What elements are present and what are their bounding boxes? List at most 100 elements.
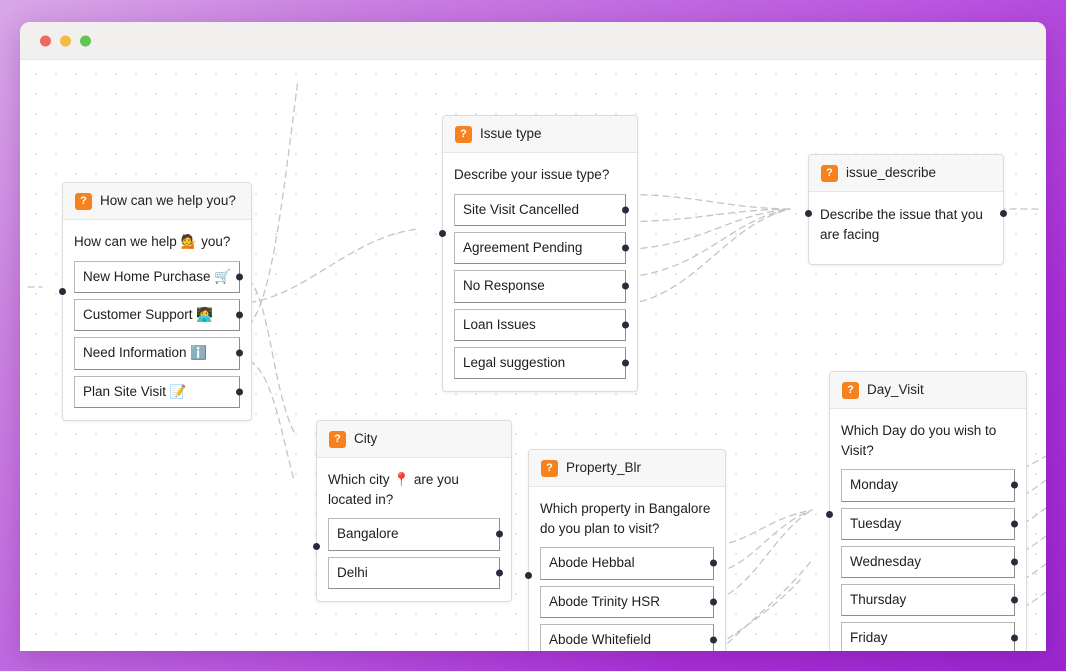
node-header: ? Property_Blr (529, 450, 725, 488)
node-title: Property_Blr (566, 460, 642, 475)
option-label: Plan Site Visit 📝 (83, 383, 187, 399)
node-input-port[interactable] (59, 288, 66, 295)
node-output-port[interactable] (1000, 210, 1007, 217)
node-title: Issue type (480, 126, 542, 141)
option-label: Thursday (850, 592, 907, 608)
question-badge-icon: ? (541, 459, 558, 477)
option-label: Delhi (337, 564, 368, 580)
app-window: ? How can we help you? How can we help 💁… (20, 22, 1046, 651)
node-body: Which Day do you wish to Visit? Monday T… (830, 409, 1026, 651)
node-header: ? Issue type (443, 116, 637, 154)
node-options: Bangalore Delhi (328, 518, 503, 589)
question-badge-icon: ? (842, 381, 859, 399)
node-input-port[interactable] (439, 230, 446, 237)
option-label: Wednesday (850, 553, 922, 569)
option-label: New Home Purchase 🛒 (83, 268, 232, 284)
node-prompt: How can we help 💁 you? (74, 234, 231, 250)
option-label: Site Visit Cancelled (463, 201, 580, 217)
option-output-port[interactable] (621, 321, 629, 329)
option-label: Abode Whitefield (549, 631, 652, 647)
option-output-port[interactable] (235, 349, 243, 357)
node-title: How can we help you? (100, 193, 236, 208)
flow-node-issue-type[interactable]: ? Issue type Describe your issue type? S… (439, 115, 638, 393)
node-input-port[interactable] (805, 210, 812, 217)
option-row[interactable]: Customer Support 👩‍💻 (74, 299, 243, 332)
flow-node-how-can-we-help[interactable]: ? How can we help you? How can we help 💁… (59, 182, 252, 421)
option-output-port[interactable] (235, 273, 243, 281)
option-output-port[interactable] (1010, 558, 1018, 566)
option-row[interactable]: Legal suggestion (454, 346, 629, 380)
option-row[interactable]: Abode Hebbal (540, 547, 717, 580)
option-output-port[interactable] (621, 359, 629, 367)
option-row[interactable]: Monday (841, 469, 1018, 502)
option-label: Friday (850, 630, 888, 646)
option-label: Abode Hebbal (549, 555, 635, 571)
node-prompt: Describe the issue that you are facing (820, 207, 983, 242)
node-header: ? City (317, 421, 511, 459)
node-title: Day_Visit (867, 382, 924, 397)
node-prompt: Which city 📍 are you located in? (328, 472, 459, 507)
option-output-port[interactable] (495, 569, 503, 577)
node-options: Site Visit Cancelled Agreement Pending N… (454, 193, 629, 380)
option-label: Loan Issues (463, 316, 536, 332)
flow-canvas[interactable]: ? How can we help you? How can we help 💁… (20, 60, 1046, 651)
question-badge-icon: ? (329, 430, 346, 448)
option-output-port[interactable] (709, 559, 717, 567)
option-output-port[interactable] (1010, 481, 1018, 489)
option-row[interactable]: Tuesday (841, 507, 1018, 540)
option-output-port[interactable] (495, 530, 503, 538)
option-row[interactable]: Friday (841, 622, 1018, 651)
flow-node-property-blr[interactable]: ? Property_Blr Which property in Bangalo… (525, 449, 726, 651)
option-row[interactable]: Loan Issues (454, 308, 629, 341)
window-titlebar (20, 22, 1046, 60)
node-body: Which property in Bangalore do you plan … (529, 487, 725, 651)
option-label: Need Information ℹ️ (83, 345, 208, 361)
option-output-port[interactable] (709, 598, 717, 606)
option-row[interactable]: Plan Site Visit 📝 (74, 375, 243, 408)
question-badge-icon: ? (821, 164, 838, 182)
option-output-port[interactable] (621, 282, 629, 290)
option-row[interactable]: Thursday (841, 584, 1018, 617)
option-output-port[interactable] (235, 311, 243, 319)
node-options: New Home Purchase 🛒 Customer Support 👩‍💻… (74, 260, 243, 408)
option-output-port[interactable] (235, 388, 243, 396)
node-title: issue_describe (846, 165, 937, 180)
option-output-port[interactable] (1010, 634, 1018, 642)
option-output-port[interactable] (1010, 596, 1018, 604)
option-row[interactable]: Delhi (328, 556, 503, 589)
node-prompt: Which property in Bangalore do you plan … (540, 501, 711, 536)
option-row[interactable]: Bangalore (328, 518, 503, 551)
node-header: ? issue_describe (809, 155, 1003, 193)
option-row[interactable]: New Home Purchase 🛒 (74, 260, 243, 294)
node-header: ? Day_Visit (830, 372, 1026, 410)
node-prompt: Which Day do you wish to Visit? (841, 423, 997, 458)
option-row[interactable]: Need Information ℹ️ (74, 337, 243, 370)
option-row[interactable]: Wednesday (841, 545, 1018, 579)
flow-node-issue-describe[interactable]: ? issue_describe Describe the issue that… (805, 154, 1007, 266)
node-prompt: Describe your issue type? (454, 167, 610, 183)
option-output-port[interactable] (1010, 520, 1018, 528)
node-body: Which city 📍 are you located in? Bangalo… (317, 458, 511, 601)
minimize-window-button[interactable] (60, 35, 71, 46)
maximize-window-button[interactable] (80, 35, 91, 46)
node-input-port[interactable] (313, 543, 320, 550)
option-row[interactable]: Abode Whitefield (540, 623, 717, 651)
node-input-port[interactable] (826, 511, 833, 518)
option-label: No Response (463, 278, 545, 294)
option-row[interactable]: No Response (454, 270, 629, 303)
question-badge-icon: ? (75, 192, 92, 210)
flow-node-city[interactable]: ? City Which city 📍 are you located in? … (313, 420, 512, 602)
node-body: Describe your issue type? Site Visit Can… (443, 153, 637, 391)
option-output-port[interactable] (709, 636, 717, 644)
option-row[interactable]: Abode Trinity HSR (540, 585, 717, 618)
option-output-port[interactable] (621, 244, 629, 252)
flow-node-day-visit[interactable]: ? Day_Visit Which Day do you wish to Vis… (826, 371, 1027, 651)
option-row[interactable]: Agreement Pending (454, 232, 629, 265)
node-header: ? How can we help you? (63, 183, 251, 221)
node-input-port[interactable] (525, 572, 532, 579)
option-row[interactable]: Site Visit Cancelled (454, 193, 629, 227)
node-options: Abode Hebbal Abode Trinity HSR Abode Whi… (540, 547, 717, 651)
option-output-port[interactable] (621, 206, 629, 214)
question-badge-icon: ? (455, 125, 472, 143)
close-window-button[interactable] (40, 35, 51, 46)
